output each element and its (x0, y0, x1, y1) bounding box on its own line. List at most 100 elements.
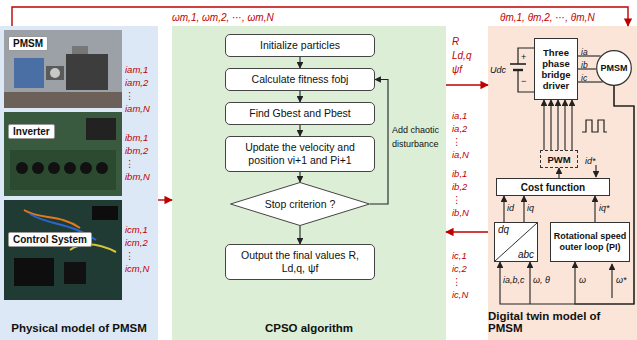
signal-name: ibm,N (125, 171, 150, 182)
annotation: iq (527, 203, 534, 213)
shape (510, 63, 526, 65)
connector (446, 232, 488, 233)
label-anchor: ic (581, 70, 587, 84)
connector (12, 7, 628, 26)
shape (64, 162, 76, 174)
node-text: Initialize particles (232, 39, 368, 52)
node-text: Calculate fitness fobj (232, 73, 368, 86)
signal-name: iam,N (125, 103, 150, 114)
connector-line (543, 100, 544, 150)
signal-name: ibm,2 (125, 145, 148, 156)
signal-name: ib,1 (452, 168, 467, 179)
connector-line (446, 84, 488, 85)
dc-source-symbol (510, 48, 534, 92)
connector (544, 100, 572, 150)
shape (66, 54, 108, 90)
motor-circle: PMSM (596, 50, 632, 86)
shape (92, 206, 118, 220)
shape (518, 48, 534, 64)
label-anchor: ⋮ (125, 88, 135, 101)
label-anchor: ψf (452, 62, 462, 75)
signal-name: Ld,q (452, 50, 471, 61)
process-box: Update the velocity and position vi+1 an… (225, 136, 375, 172)
shape (518, 70, 534, 92)
annotation: ω* (616, 275, 627, 285)
panel-title: Physical model of PMSM (11, 322, 146, 334)
shape (4, 112, 122, 196)
annotation: ω, θ (533, 275, 550, 285)
label-anchor: iq* (599, 200, 610, 214)
shape (96, 162, 108, 174)
connector (446, 85, 488, 86)
label-anchor: ω* (616, 272, 627, 286)
shape (80, 162, 92, 174)
label-anchor: iam,2 (125, 75, 148, 88)
label-anchor: iam,N (125, 101, 150, 114)
annotation: ia,b,c (503, 275, 525, 285)
signal-name: ⋮ (125, 250, 135, 261)
label-anchor: ⋮ (125, 156, 135, 169)
decision-diamond: Stop criterion ? (230, 182, 370, 226)
connector (300, 125, 301, 136)
node-text: Stop criterion ? (265, 198, 336, 210)
signal-name: iam,1 (125, 64, 148, 75)
label-anchor: − (521, 73, 526, 87)
node-text: PMSM (13, 38, 43, 49)
label-anchor: ibm,N (125, 169, 150, 182)
connector (504, 196, 524, 222)
label-anchor: ωm,1, ωm,2, ⋯, ωm,N (172, 10, 274, 23)
connector-line (299, 172, 300, 182)
connector-line (550, 100, 551, 150)
shape (32, 162, 44, 174)
signal-name: icm,2 (125, 237, 148, 248)
node-text: Find Gbest and Pbest (232, 107, 368, 120)
label-anchor: ω, θ (533, 272, 550, 286)
shape (4, 92, 122, 108)
process-box: Find Gbest and Pbest (225, 102, 375, 125)
signal-name: ic,1 (452, 250, 467, 261)
label-anchor: + (521, 49, 526, 63)
signal-name: ib,2 (452, 181, 467, 192)
transform-box: dqabc (494, 222, 538, 262)
shape (14, 258, 54, 286)
pwm-pulse-symbol (582, 120, 607, 132)
controller-box: Rotational speed outer loop (PI) (550, 222, 630, 262)
connector-line (523, 196, 524, 222)
signal-name: iam,2 (125, 77, 148, 88)
label-anchor: ia,b,c (503, 272, 525, 286)
signal-name: ib,N (452, 207, 469, 218)
label-anchor: id (507, 200, 514, 214)
label-anchor: ia,N (452, 147, 469, 160)
pwm-box: PWM (540, 150, 578, 168)
label-anchor: ibm,1 (125, 130, 148, 143)
shape (24, 210, 80, 228)
label-anchor: ib (581, 57, 588, 71)
signal-name: icm,N (125, 263, 149, 274)
annotation: Add chaotic disturbance (392, 125, 439, 149)
connector-line (299, 57, 300, 68)
label-anchor: ia (581, 44, 588, 58)
signal-name: ibm,1 (125, 132, 148, 143)
panel-title: Digital twin model of PMSM (488, 310, 637, 334)
label-anchor: icm,2 (125, 235, 148, 248)
annotation: id (507, 203, 514, 213)
connector (595, 196, 596, 222)
label-anchor: ⋮ (452, 192, 462, 205)
label-anchor: ⋮ (125, 248, 135, 261)
node-text: Control System (13, 234, 87, 245)
annotation: id* (585, 156, 596, 166)
signal-name: ⋮ (452, 194, 462, 205)
reference-arrow (595, 165, 596, 177)
process-box: Initialize particles (225, 34, 375, 57)
shape (50, 68, 60, 78)
signal-name: ⋮ (452, 276, 462, 287)
connector-line (529, 262, 530, 304)
connector (300, 226, 301, 244)
label-anchor: ic,1 (452, 248, 467, 261)
panel: CPSO algorithmInitialize particlesCalcul… (172, 26, 446, 340)
label-anchor: Ld,q (452, 48, 471, 61)
connector (300, 172, 301, 182)
connector-line (503, 196, 504, 222)
process-box: Calculate fitness fobj (225, 68, 375, 91)
